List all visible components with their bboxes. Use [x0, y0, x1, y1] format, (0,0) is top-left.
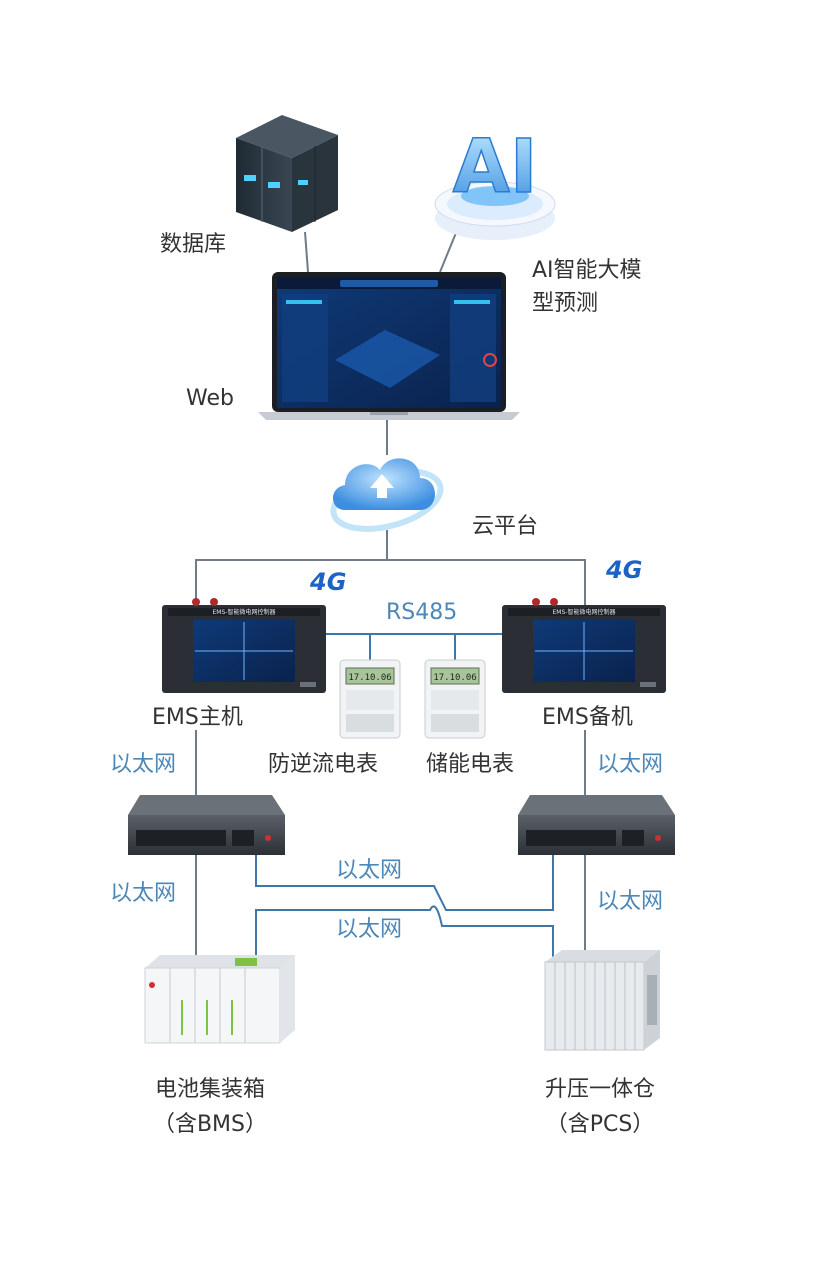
ai-to-web-line	[439, 227, 459, 273]
ethernet-switch-main-icon	[128, 795, 285, 855]
anti-backflow-meter-icon: 17.10.06	[339, 659, 401, 739]
ems-main-label: EMS主机	[152, 705, 243, 730]
rs485-label: RS485	[386, 600, 458, 625]
anti-backflow-meter-label: 防逆流电表	[268, 752, 379, 777]
battery-label-line2: （含BMS）	[152, 1112, 268, 1137]
meter2-reading: 17.10.06	[433, 673, 476, 683]
ai-label-line1: AI智能大模	[532, 258, 642, 283]
ai-logo-text: AI	[453, 124, 538, 210]
ethernet-label-5: 以太网	[597, 889, 664, 914]
battery-label-line1: 电池集装箱	[154, 1077, 265, 1102]
ethernet-label-6: 以太网	[336, 917, 403, 942]
ems-main-4g-badge: 4G	[310, 568, 347, 596]
ems-backup-panel-title: EMS-智能微电网控制器	[553, 608, 616, 616]
storage-meter-icon: 17.10.06	[424, 659, 486, 739]
database-label: 数据库	[160, 232, 227, 257]
booster-container-icon	[544, 950, 660, 1051]
database-server-icon	[236, 115, 338, 232]
ethernet-label-1: 以太网	[110, 752, 177, 777]
connection-lines	[195, 227, 586, 958]
cross-link-bottom	[255, 905, 554, 958]
battery-container-icon	[144, 955, 295, 1044]
meter1-reading: 17.10.06	[348, 673, 391, 683]
ai-model-icon: AI	[434, 123, 556, 240]
ethernet-label-2: 以太网	[597, 752, 664, 777]
ethernet-label-3: 以太网	[336, 858, 403, 883]
laptop-icon	[258, 272, 520, 420]
cloud-to-ems-backup-line	[387, 559, 586, 605]
ai-label-line2: 型预测	[532, 291, 599, 316]
db-to-web-line	[304, 231, 309, 273]
booster-label-line1: 升压一体仓	[544, 1077, 655, 1102]
ems-backup-controller-icon: EMS-智能微电网控制器	[502, 598, 666, 693]
ems-backup-label: EMS备机	[542, 705, 633, 730]
cloud-platform-icon	[330, 458, 444, 532]
cloud-label: 云平台	[472, 514, 539, 539]
cross-link-top	[255, 855, 554, 911]
ethernet-switch-backup-icon	[518, 795, 675, 855]
ems-backup-4g-badge: 4G	[606, 556, 643, 584]
web-label: Web	[186, 386, 234, 411]
ems-main-panel-title: EMS-智能微电网控制器	[213, 608, 276, 616]
cloud-to-ems-line	[195, 530, 388, 605]
ethernet-label-4: 以太网	[110, 881, 177, 906]
storage-meter-label: 储能电表	[426, 752, 515, 777]
ems-main-controller-icon: EMS-智能微电网控制器	[162, 598, 326, 693]
booster-label-line2: （含PCS）	[545, 1112, 655, 1137]
